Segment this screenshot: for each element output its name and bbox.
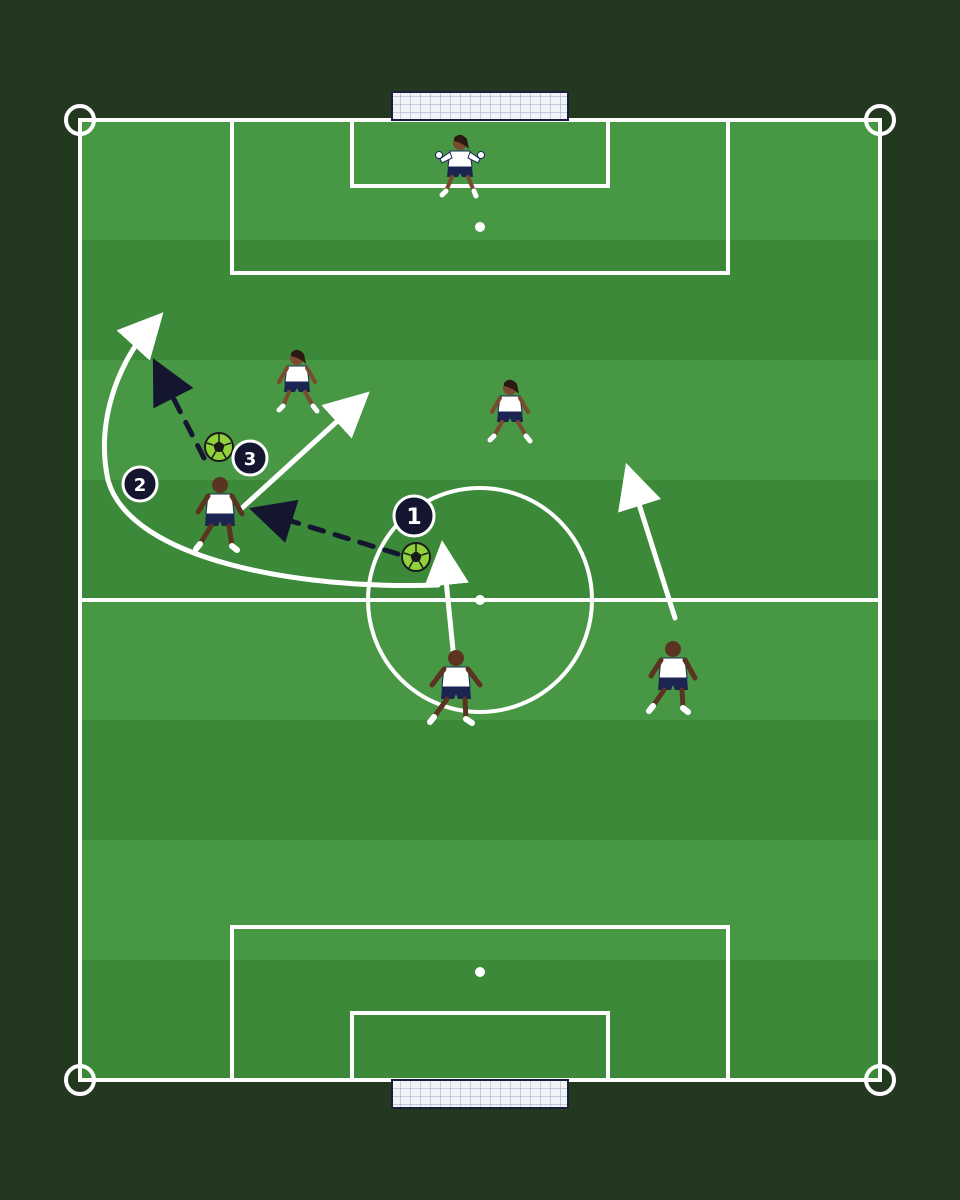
pass-arrow-3 [152, 358, 207, 461]
defender-left [276, 349, 320, 414]
step-marker-3-label: 3 [244, 449, 257, 470]
player-runs [102, 312, 678, 663]
bottom-goal [391, 1079, 569, 1109]
support-run-arrow [424, 540, 469, 663]
grass-stripe [80, 960, 880, 1080]
center-spot [475, 595, 485, 605]
corner-flag-bottom-left [64, 1064, 96, 1096]
pitch-spots [475, 222, 485, 977]
attacker-center [427, 650, 483, 726]
goalkeeper [435, 134, 485, 199]
ball-2 [204, 432, 234, 462]
step-marker-2-label: 2 [134, 475, 147, 496]
ball-1 [401, 542, 431, 572]
corner-flag-top-left [64, 104, 96, 136]
attacker-right [646, 641, 698, 715]
defender-right [487, 379, 533, 444]
step-markers: 1 2 3 [121, 439, 436, 538]
bottom-penalty-spot [475, 967, 485, 977]
corner-flag-bottom-right [864, 1064, 896, 1096]
forward-run-arrow [239, 391, 370, 511]
corner-flag-top-right [864, 104, 896, 136]
grass-stripes [80, 120, 880, 1080]
grass-stripe [80, 120, 880, 240]
top-goal [391, 91, 569, 121]
grass-stripe [80, 720, 880, 840]
attacker-left [193, 477, 245, 553]
step-marker-1-label: 1 [406, 505, 421, 530]
step-marker-3: 3 [231, 439, 269, 477]
right-run-arrow [618, 462, 678, 621]
step-marker-2: 2 [121, 465, 159, 503]
top-penalty-spot [475, 222, 485, 232]
pass-arrow-1 [248, 499, 401, 557]
grass-stripe [80, 840, 880, 960]
grass-stripe [80, 360, 880, 480]
players [193, 134, 698, 726]
pass-lines [152, 358, 401, 557]
step-marker-1: 1 [392, 494, 436, 538]
center-circle [366, 486, 594, 714]
grass-stripe [80, 240, 880, 360]
overlap-run-arrow [102, 312, 441, 588]
grass-stripe [80, 600, 880, 720]
